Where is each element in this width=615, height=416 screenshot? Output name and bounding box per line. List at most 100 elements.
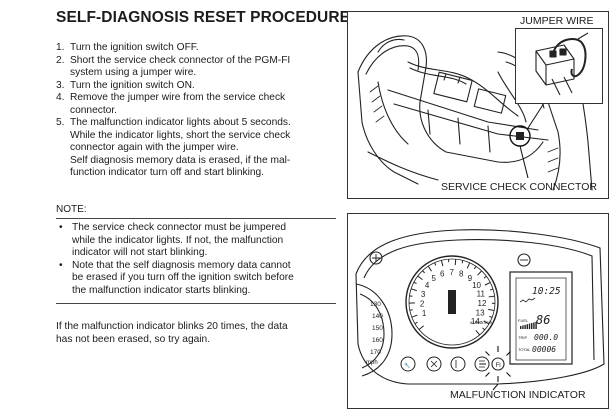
tach-number: 7	[449, 268, 454, 277]
note-divider-bottom	[56, 303, 336, 304]
tach-tick	[418, 325, 424, 331]
tach-number: 6	[440, 270, 445, 279]
speedo-unit: mph	[366, 360, 378, 366]
lcd-display: 10:25 86 FUEL TRIP 000.0 TOTAL 00006	[509, 271, 573, 365]
tach-tick	[410, 288, 417, 292]
jumper-wire-inset	[515, 28, 603, 104]
tach-tick	[488, 295, 495, 298]
tach-tick	[434, 262, 437, 266]
note-item: •The service check connector must be jum…	[56, 222, 338, 260]
step-text: Remove the jumper wire from the service …	[70, 92, 286, 103]
tach-tick	[489, 288, 494, 291]
lcd-total-value: 00006	[532, 345, 556, 354]
step-item: 1. Turn the ignition switch OFF.	[56, 42, 340, 55]
step-number: 1.	[56, 42, 65, 53]
step-text: connector again with the jumper wire.	[70, 142, 239, 153]
tach-number: 14	[471, 317, 480, 326]
svg-text:FI: FI	[496, 363, 502, 369]
note-text: the malfunction indicator starts blinkin…	[72, 284, 251, 296]
tach-tick	[484, 281, 491, 286]
lcd-trip-label: TRIP	[518, 335, 527, 340]
tach-number: 9	[468, 274, 473, 283]
bullet: •	[59, 259, 63, 271]
lcd-bar-segment	[520, 326, 522, 329]
speedo-number: 140	[372, 313, 383, 320]
tach-number: 10	[472, 281, 481, 290]
tach-tick	[427, 265, 432, 272]
tach-tick	[475, 330, 481, 336]
step-item: 4.Remove the jumper wire from the servic…	[56, 92, 340, 117]
malfunction-indicator-caption: MALFUNCTION INDICATOR	[450, 389, 586, 401]
step-text: The malfunction indicator lights about 5…	[70, 117, 291, 128]
lcd-trip-value: 000.0	[534, 333, 558, 342]
speedo-number: 130	[370, 301, 381, 308]
tach-tick	[417, 275, 423, 281]
jumper-wire-label: JUMPER WIRE	[520, 15, 594, 27]
lcd-clock: 10:25	[532, 286, 561, 297]
step-text: connector.	[70, 104, 118, 116]
figure-service-connector: JUMPER WIRE SERVICE CHECK CONNECTOR	[347, 11, 609, 199]
note-text: while the indicator lights. If not, the …	[72, 234, 284, 246]
tach-tick	[422, 270, 425, 274]
step-text: Short the service check connector of the…	[70, 54, 291, 66]
tach-number: 5	[431, 274, 436, 283]
step-item: 5. The malfunction indicator lights about…	[56, 117, 340, 180]
tach-tick	[483, 275, 487, 279]
footer-paragraph: If the malfunction indicator blinks 20 t…	[56, 321, 341, 346]
indicator-light	[450, 356, 466, 372]
step-text: Turn the ignition switch OFF.	[70, 42, 199, 53]
jumper-wire-icon	[535, 32, 589, 96]
tach-tick	[454, 259, 457, 266]
tach-tick	[414, 321, 418, 325]
footer-text: If the malfunction indicator blinks 20 t…	[56, 321, 288, 332]
tach-number: 11	[477, 289, 486, 298]
bullet: •	[59, 222, 63, 233]
tach-unit: x1000r/min	[470, 320, 493, 325]
step-number: 2.	[56, 54, 65, 66]
step-number: 5.	[56, 117, 65, 128]
tach-number: 12	[478, 299, 487, 308]
tach-number: 13	[476, 308, 485, 317]
indicator-light	[474, 356, 490, 372]
tach-tick	[477, 270, 483, 276]
lcd-fuel-label: FUEL	[518, 318, 529, 323]
procedure-steps: 1. Turn the ignition switch OFF. 2. Short …	[56, 42, 340, 180]
step-text: Self diagnosis memory data is erased, if…	[70, 154, 291, 166]
step-text: function indicator turn off and start bl…	[70, 167, 265, 178]
note-divider-top	[56, 218, 336, 219]
service-check-connector-caption: SERVICE CHECK CONNECTOR	[441, 181, 597, 193]
motorcycle-rear-illustration	[357, 31, 593, 191]
lcd-total-label: TOTAL	[518, 347, 531, 352]
tach-tick	[473, 266, 477, 270]
tach-tick	[488, 308, 495, 312]
svg-text:🔧: 🔧	[404, 362, 410, 369]
step-item: 3. Turn the ignition switch ON.	[56, 80, 340, 93]
tach-tick	[482, 327, 486, 331]
tach-tick	[413, 281, 417, 284]
malfunction-indicator-icon: FI	[480, 346, 516, 391]
step-number: 3.	[56, 79, 65, 91]
tach-number: 2	[420, 300, 425, 309]
lcd-bar-segment	[535, 321, 537, 329]
note-list: •The service check connector must be jum…	[56, 222, 338, 297]
note-item: •Note that the self diagnosis memory dat…	[56, 260, 338, 298]
tach-tick	[411, 314, 418, 318]
tach-number: 3	[421, 290, 426, 299]
speedo-number: 150	[372, 325, 383, 332]
step-text: Turn the ignition switch ON.	[70, 79, 195, 91]
lcd-bar-segment	[524, 324, 526, 329]
note-text: indicator will not start blinking.	[72, 247, 208, 258]
tach-number: 4	[425, 281, 430, 290]
tach-tick	[489, 315, 493, 318]
speedo-number: 170	[370, 349, 381, 356]
page-title: SELF-DIAGNOSIS RESET PROCEDURE	[56, 9, 351, 26]
lcd-bar-segment	[533, 322, 535, 329]
lcd-bar-segment	[522, 325, 524, 329]
lcd-bar-segment	[526, 324, 528, 329]
tach-number: 8	[459, 269, 464, 278]
tach-tick	[466, 262, 471, 269]
tach-needle-hub	[448, 290, 456, 314]
